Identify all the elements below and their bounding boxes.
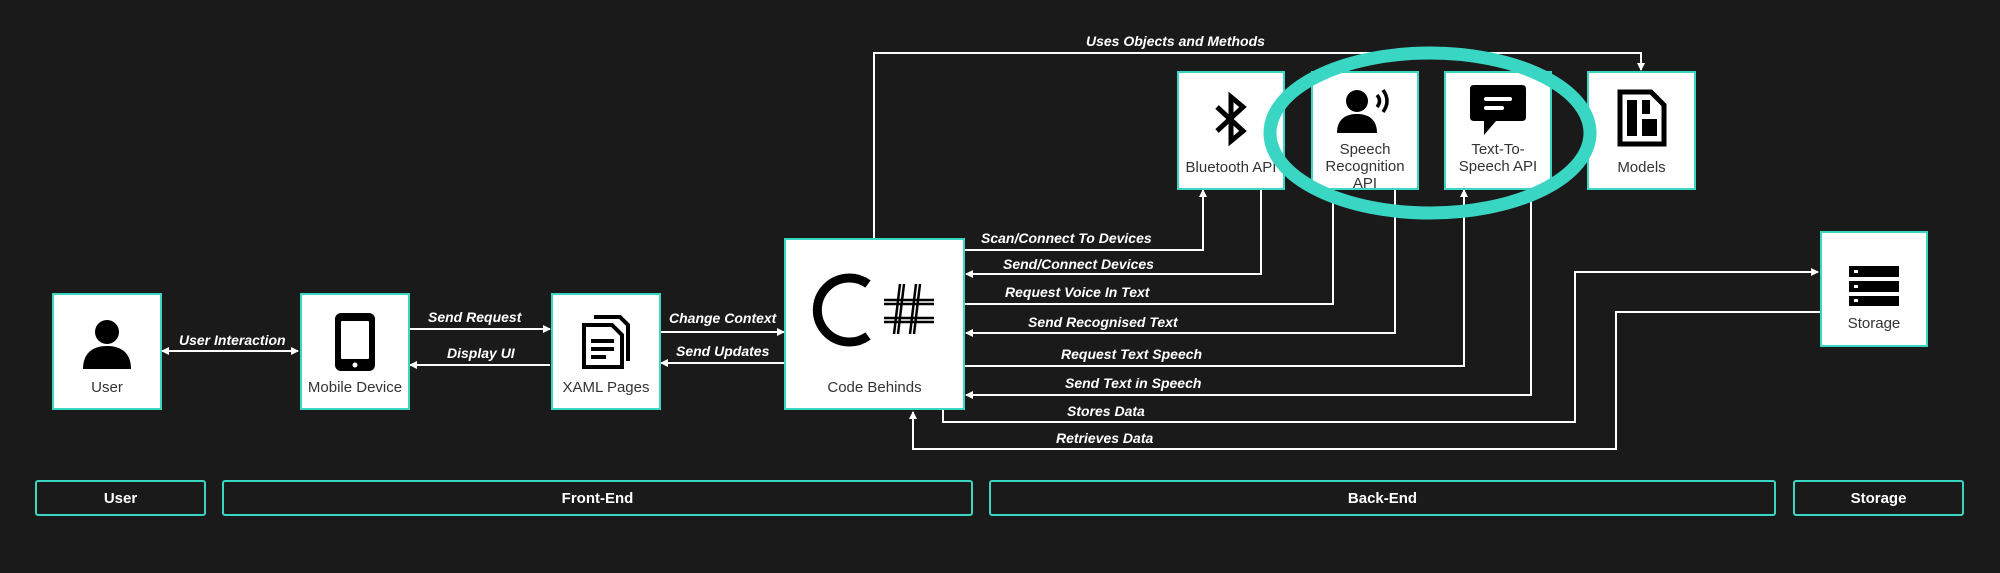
- node-label: Storage: [1847, 315, 1901, 332]
- edge-send-text-speech: [965, 190, 1532, 399]
- edge-request-tts: [964, 189, 1468, 367]
- document-icon: [553, 313, 659, 371]
- models-node: Models: [1587, 71, 1696, 190]
- voice-recognition-icon: [1313, 87, 1417, 135]
- edge-uses-objects: [873, 52, 1645, 238]
- csharp-logo: [786, 270, 963, 350]
- node-label: XAML Pages: [562, 379, 650, 396]
- server-icon: [1822, 265, 1926, 307]
- edge-label-send-text-speech: Send Text in Speech: [1065, 375, 1202, 391]
- node-label: Text-To-Speech API: [1458, 141, 1538, 175]
- edge-request-voice: [964, 190, 1334, 305]
- node-label: Mobile Device: [307, 379, 403, 396]
- text-to-speech-api-node: Text-To-Speech API: [1444, 71, 1552, 190]
- edge-send-recognised: [965, 190, 1396, 337]
- node-label: Bluetooth API: [1185, 159, 1277, 176]
- smartphone-icon: [302, 311, 408, 373]
- edge-label-stores-data: Stores Data: [1067, 403, 1145, 419]
- lane-frontend: Front-End: [222, 480, 973, 516]
- node-label: Models: [1617, 159, 1666, 176]
- edge-label-retrieves-data: Retrieves Data: [1056, 430, 1154, 446]
- speech-recognition-api-node: Speech Recognition API: [1311, 71, 1419, 192]
- edge-label-display-ui: Display UI: [447, 345, 515, 361]
- xaml-pages-node: XAML Pages: [551, 293, 661, 410]
- chat-bubble-icon: [1446, 83, 1550, 137]
- edge-label-send-recognised: Send Recognised Text: [1028, 314, 1178, 330]
- edge-retrieves-data: [909, 311, 1820, 450]
- edge-stores-data: [942, 268, 1819, 423]
- lane-user: User: [35, 480, 206, 516]
- bluetooth-api-node: Bluetooth API: [1177, 71, 1285, 190]
- edge-label-user-interaction: User Interaction: [179, 332, 286, 348]
- user-icon: [54, 317, 160, 371]
- code-behinds-node: Code Behinds: [784, 238, 965, 410]
- edge-label-scan-connect: Scan/Connect To Devices: [981, 230, 1152, 246]
- user-node: User: [52, 293, 162, 410]
- edge-scan-connect: [964, 189, 1207, 251]
- node-label: Code Behinds: [827, 379, 922, 396]
- layout-icon: [1589, 89, 1694, 147]
- bluetooth-icon: [1179, 91, 1283, 147]
- mobile-device-node: Mobile Device: [300, 293, 410, 410]
- edge-label-send-connect: Send/Connect Devices: [1003, 256, 1154, 272]
- edge-label-request-voice: Request Voice In Text: [1005, 284, 1150, 300]
- storage-node: Storage: [1820, 231, 1928, 347]
- edge-label-send-request: Send Request: [428, 309, 522, 325]
- edge-send-connect: [965, 190, 1262, 278]
- edge-label-uses-objects: Uses Objects and Methods: [1086, 33, 1265, 49]
- edge-label-request-tts: Request Text Speech: [1061, 346, 1203, 362]
- edge-label-change-context: Change Context: [669, 310, 777, 326]
- lane-storage: Storage: [1793, 480, 1964, 516]
- edge-label-send-updates: Send Updates: [676, 343, 770, 359]
- node-label: Speech Recognition API: [1325, 141, 1405, 192]
- lane-backend: Back-End: [989, 480, 1776, 516]
- node-label: User: [91, 379, 123, 396]
